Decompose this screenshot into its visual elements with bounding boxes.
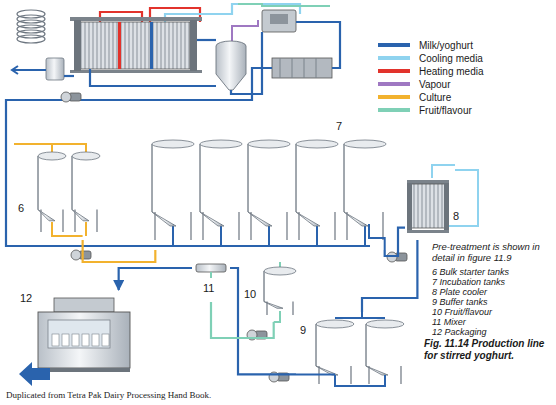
deaerator [216,41,246,90]
legend-row: Vapour [378,79,451,91]
pipe-connector [385,228,405,256]
legend-swatch [378,56,410,60]
holding-tube [272,58,332,78]
plate-heat-exchanger [70,17,202,73]
callout-number: 7 [336,120,342,132]
legend-row: Heating media [378,66,483,78]
legend-text: Culture [419,92,451,103]
legend-text: Heating media [419,66,483,77]
legend-text: Cooling media [419,53,483,64]
callout-number: 11 [203,282,214,294]
legend-swatch [378,108,410,112]
packaging-machine-drawing [16,290,134,386]
legend-row: Culture [378,92,451,104]
figure-caption: Fig. 11.14 Production line for stirred y… [424,338,552,361]
legend-text: Fruit/flavour [419,105,472,116]
holding-coil [17,10,45,43]
legend-row: Milk/yoghurt [378,40,473,52]
fruit-flavour-tank: 10 [244,262,298,322]
pipe-connector [83,240,156,262]
bulk-starter-tanks: 6 [14,140,102,240]
callout-number: 12 [20,292,32,304]
key-entry: 7 Incubation tanks [432,277,505,287]
legend-row: Fruit/flavour [378,105,472,117]
legend-text: Vapour [419,79,451,90]
key-entry: 6 Bulk starter tanks [432,267,509,277]
key-entry: 8 Plate cooler [432,287,487,297]
pipe-connector [230,268,296,374]
homogeniser [262,10,296,32]
balance-tank [46,58,64,80]
bulk-starter-tanks-drawing [14,140,102,240]
packaging-machine: 12 [16,290,134,386]
callout-number: 8 [453,210,459,222]
pipe-connector [119,268,192,290]
legend-swatch [378,82,410,86]
legend-text: Milk/yoghurt [419,40,473,51]
key-entry: 11 Mixer [432,317,466,327]
incubation-tanks-drawing [148,118,392,250]
key-entry: 10 Fruit/flavour [432,307,492,317]
key-entry: 9 Buffer tanks [432,297,488,307]
note-text: Pre-treatment is shown in detail in figu… [432,242,550,264]
plate-cooler-drawing [405,178,467,240]
buffer-tanks: 9 [296,312,416,390]
pipe-connector [362,240,417,312]
callout-number: 6 [18,202,24,214]
legend-row: Cooling media [378,53,483,65]
callout-number: 9 [300,324,306,336]
buffer-tanks-drawing [296,312,416,390]
pipe-connector [211,302,274,338]
legend-swatch [378,95,410,99]
legend-swatch [378,69,410,73]
key-entry: 12 Packaging [432,327,487,337]
incubation-tanks: 7 [148,118,392,250]
plate-cooler: 8 [405,178,467,240]
legend-swatch [378,43,410,47]
mixer: 11 [192,262,230,302]
source-note: Duplicated from Tetra Pak Dairy Processi… [6,390,211,400]
callout-number: 10 [244,288,256,300]
